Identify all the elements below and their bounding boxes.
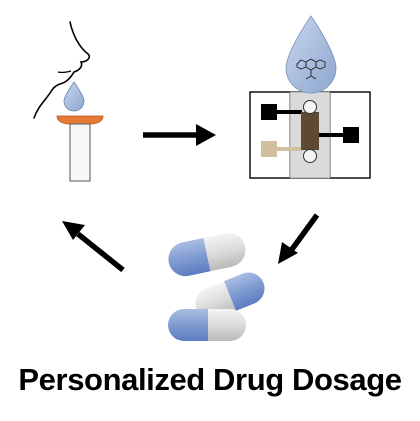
diagram-caption: Personalized Drug Dosage <box>18 362 402 397</box>
arrow-up-left-icon <box>62 221 125 273</box>
electrode-right <box>343 127 359 143</box>
face-profile <box>33 21 91 119</box>
sensor-chip-icon <box>249 15 371 179</box>
capsule-top <box>168 233 246 277</box>
face-saliva-drop-icon <box>33 21 104 182</box>
drug-drop <box>285 15 337 94</box>
molecule-icon <box>296 58 326 80</box>
electrode-left <box>261 104 277 120</box>
saliva-drop <box>63 81 85 112</box>
mouth-line <box>57 70 72 74</box>
arrow-down-left-icon <box>278 213 320 264</box>
collection-tube <box>69 123 91 182</box>
capsule-bottom <box>168 309 246 341</box>
funnel <box>56 115 104 125</box>
pills-icon <box>168 233 265 341</box>
arrow-right-icon <box>143 124 216 146</box>
electrode-tan <box>261 141 277 157</box>
fluid-channel <box>301 112 319 150</box>
